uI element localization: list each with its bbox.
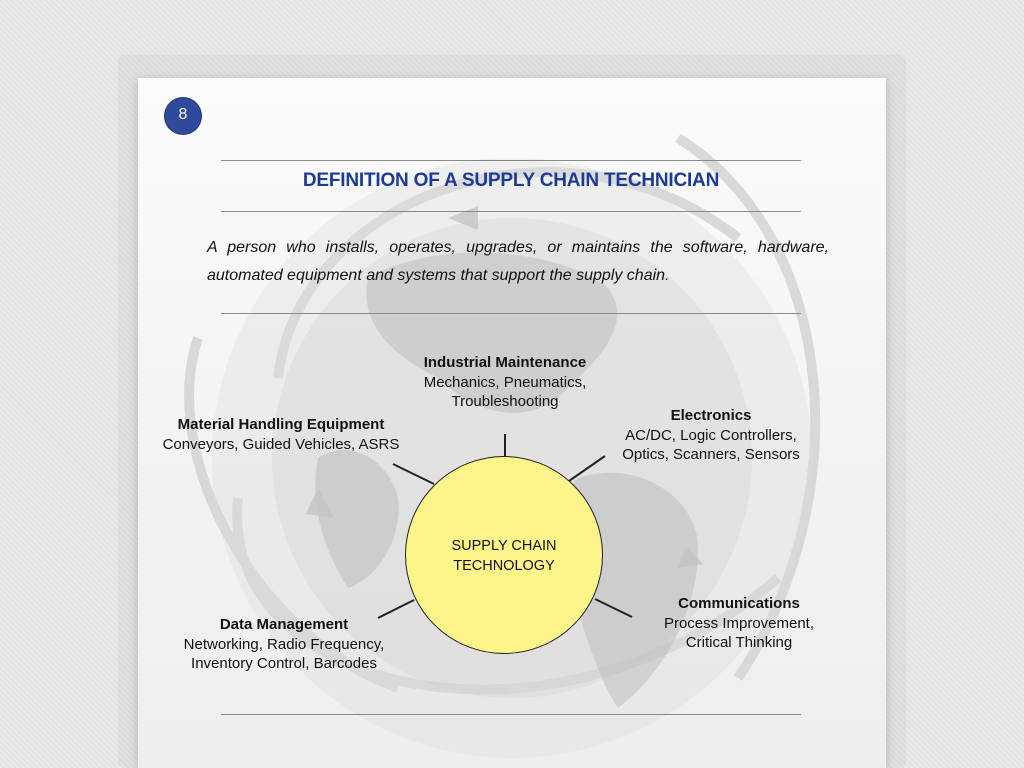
node-heading: Data Management (219, 616, 349, 633)
node-detail: Networking, Radio Frequency, (183, 635, 385, 653)
top-divider (221, 160, 801, 161)
definition-text: A person who installs, operates, upgrade… (207, 239, 829, 284)
node-electronics: Electronics AC/DC, Logic Controllers, Op… (600, 406, 822, 465)
node-detail: Inventory Control, Barcodes (191, 655, 377, 672)
node-communications: Communications Process Improvement, Crit… (643, 594, 835, 653)
node-industrial-maintenance: Industrial Maintenance Mechanics, Pneuma… (390, 353, 620, 412)
center-label-line1: SUPPLY CHAIN (451, 538, 557, 554)
node-material-handling: Material Handling Equipment Conveyors, G… (146, 415, 416, 454)
node-heading: Industrial Maintenance (423, 354, 587, 371)
center-label: SUPPLY CHAIN TECHNOLOGY (406, 537, 602, 576)
bottom-divider (221, 714, 801, 715)
node-heading: Material Handling Equipment (177, 416, 385, 433)
slide: 8 DEFINITION OF A SUPPLY CHAIN TECHNICIA… (138, 78, 886, 768)
node-detail: Mechanics, Pneumatics, (423, 373, 587, 391)
node-detail: Conveyors, Guided Vehicles, ASRS (162, 435, 400, 453)
title-divider (221, 211, 801, 212)
node-data-management: Data Management Networking, Radio Freque… (168, 615, 400, 674)
node-heading: Communications (678, 595, 800, 612)
node-detail: Critical Thinking (685, 634, 793, 651)
node-detail: Process Improvement, (663, 614, 815, 632)
supply-chain-technology-circle: SUPPLY CHAIN TECHNOLOGY (405, 456, 603, 654)
node-heading: Electronics (670, 407, 752, 424)
slide-title: DEFINITION OF A SUPPLY CHAIN TECHNICIAN (302, 170, 720, 191)
node-detail: Troubleshooting (451, 393, 559, 410)
center-label-line2: TECHNOLOGY (453, 557, 555, 574)
node-detail: AC/DC, Logic Controllers, (625, 426, 797, 444)
slide-number-badge: 8 (165, 98, 201, 134)
definition-divider (221, 313, 801, 314)
node-detail: Optics, Scanners, Sensors (622, 446, 800, 463)
